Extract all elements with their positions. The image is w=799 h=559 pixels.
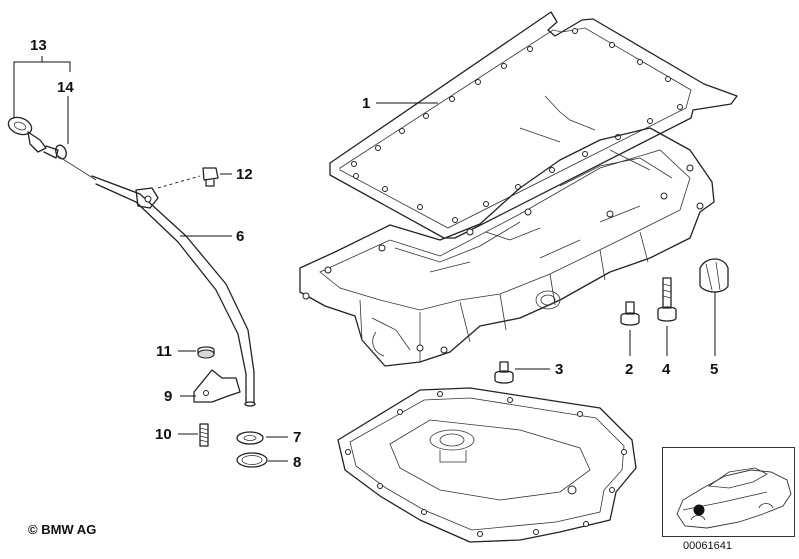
callout-9: 9 xyxy=(164,388,172,405)
bracket-9[interactable] xyxy=(193,369,241,403)
bolt-4[interactable] xyxy=(657,277,677,322)
callout-3: 3 xyxy=(555,361,563,378)
stud-10[interactable] xyxy=(199,423,209,447)
callout-8: 8 xyxy=(293,454,301,471)
bolt-12[interactable] xyxy=(202,167,219,187)
o-ring[interactable] xyxy=(54,144,68,161)
bolt-3[interactable] xyxy=(494,361,514,384)
oil-pan-gasket[interactable] xyxy=(329,11,738,239)
callout-11: 11 xyxy=(156,343,172,360)
callout-2: 2 xyxy=(625,361,633,378)
callout-13: 13 xyxy=(30,37,47,54)
car-outline-icon xyxy=(676,467,792,529)
plug-cap-5[interactable] xyxy=(699,258,729,293)
upper-oil-pan xyxy=(299,95,715,367)
callout-labels: 13 14 1 12 6 11 9 10 7 8 3 2 4 5 xyxy=(30,37,718,471)
callout-10: 10 xyxy=(155,426,172,443)
callout-12: 12 xyxy=(236,166,253,183)
lower-oil-pan xyxy=(337,387,637,543)
copyright-notice: © BMW AG xyxy=(28,522,97,537)
sealing-ring-7[interactable] xyxy=(236,431,264,445)
callout-5: 5 xyxy=(710,361,718,378)
vehicle-location-thumbnail xyxy=(662,447,795,537)
callout-1: 1 xyxy=(362,95,370,112)
bolt-2[interactable] xyxy=(620,301,640,326)
gasket-bolt-holes xyxy=(351,28,683,223)
dipstick-wire xyxy=(57,155,97,181)
callout-7: 7 xyxy=(293,429,301,446)
leader-lines xyxy=(13,56,716,462)
nut-11[interactable] xyxy=(197,346,215,359)
callout-4: 4 xyxy=(662,361,671,378)
guide-tube[interactable] xyxy=(91,175,256,407)
callout-14: 14 xyxy=(57,79,74,96)
bolt-12-axis xyxy=(157,175,201,189)
document-number: 00061641 xyxy=(683,540,732,552)
callout-6: 6 xyxy=(236,228,244,245)
sealing-ring-8[interactable] xyxy=(236,452,268,468)
dipstick-handle[interactable] xyxy=(6,114,59,159)
